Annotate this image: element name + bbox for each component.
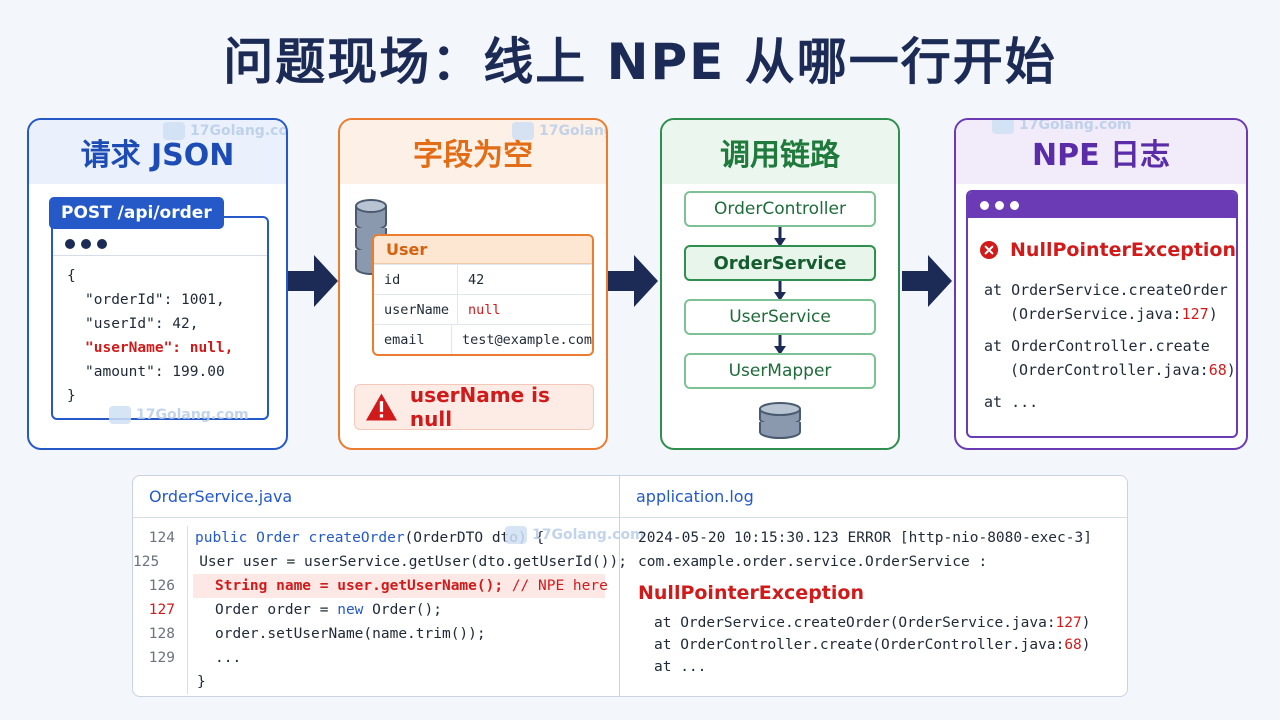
code-line: 129 ... — [133, 646, 619, 670]
log-line: 2024-05-20 10:15:30.123 ERROR [http-nio-… — [638, 530, 1092, 546]
window-dots-icon — [53, 218, 267, 256]
watermark: 17Golang.com — [109, 406, 249, 424]
call-chain-header: 调用链路 — [662, 120, 898, 184]
log-line: com.example.order.service.OrderService : — [638, 554, 988, 570]
table-key: id — [374, 265, 458, 294]
line-number: 125 — [133, 554, 160, 570]
stack-frame: at OrderController.create — [984, 337, 1210, 355]
code-log-view: OrderService.java 124 public Order creat… — [132, 475, 1128, 697]
exception-title: NullPointerException — [1010, 239, 1236, 261]
log-stack-more: at ... — [654, 659, 707, 675]
user-table: User id 42 userName null email test@exam… — [372, 234, 594, 356]
watermark-logo-icon — [505, 526, 527, 544]
database-icon — [759, 402, 801, 439]
chain-node-user-mapper: UserMapper — [684, 353, 876, 389]
code-line-error: 126 String name = user.getUserName(); //… — [133, 574, 619, 598]
request-json-header: 请求 JSON — [29, 120, 286, 184]
flow-arrow-icon — [608, 255, 658, 307]
watermark: 17Golang.com — [163, 122, 286, 140]
table-key: userName — [374, 295, 458, 324]
call-chain-panel: 调用链路 OrderController OrderService UserSe… — [660, 118, 900, 450]
watermark: 17Golang.com — [505, 526, 645, 544]
source-file-name: OrderService.java — [133, 476, 619, 518]
watermark: 17Golang.com — [512, 122, 606, 140]
stack-frame-more: at ... — [984, 393, 1039, 411]
line-number: 129 — [148, 650, 175, 666]
code-line: 124 public Order createOrder(OrderDTO dt… — [133, 526, 619, 550]
error-icon — [980, 240, 999, 260]
error-line-highlight — [193, 574, 605, 598]
stack-frame-file: (OrderService.java:127) — [1010, 305, 1218, 323]
http-method-badge: POST /api/order — [49, 197, 224, 229]
log-file-name: application.log — [620, 476, 1127, 518]
watermark-logo-icon — [163, 122, 185, 140]
log-window: NullPointerException at OrderService.cre… — [966, 190, 1238, 438]
line-number: 128 — [148, 626, 175, 642]
json-line: "orderId": 1001, — [85, 292, 225, 308]
source-file-pane: OrderService.java 124 public Order creat… — [133, 476, 645, 696]
request-window: { "orderId": 1001, "userId": 42, "userNa… — [51, 216, 269, 420]
null-alert-text: userName is null — [409, 383, 550, 431]
flow-arrow-icon — [288, 255, 338, 307]
flow-arrow-icon — [902, 255, 952, 307]
json-line-null: "userName": null, — [85, 340, 234, 356]
empty-field-header: 字段为空 — [340, 120, 606, 184]
line-number: 124 — [148, 530, 175, 546]
table-value-null: null — [468, 301, 501, 318]
table-row: userName null — [374, 294, 592, 324]
json-line: } — [67, 388, 76, 404]
null-alert: userName is null — [354, 383, 594, 431]
warning-icon — [365, 393, 397, 421]
stack-trace: at OrderService.createOrder (OrderServic… — [968, 266, 1236, 414]
json-line: "userId": 42, — [85, 316, 199, 332]
empty-field-panel: 字段为空 17Golang.com User id 42 userName nu… — [338, 118, 608, 450]
table-value: 42 — [468, 271, 485, 288]
code-line: 125 User user = userService.getUser(dto.… — [133, 550, 627, 574]
code-line: 127 Order order = new Order(); — [133, 598, 619, 622]
chain-arrow-icon — [774, 335, 786, 355]
table-row: email test@example.com — [374, 324, 592, 354]
json-line: "amount": 199.00 — [85, 364, 225, 380]
table-key: email — [374, 325, 452, 354]
code-closing-brace: } — [197, 674, 206, 690]
watermark-logo-icon — [992, 120, 1014, 134]
log-file-pane: application.log 2024-05-20 10:15:30.123 … — [620, 476, 1127, 696]
chain-node-user-service: UserService — [684, 299, 876, 335]
page-title: 问题现场：线上 NPE 从哪一行开始 — [223, 33, 1057, 91]
table-value: test@example.com — [461, 331, 592, 348]
line-number: 126 — [148, 578, 175, 594]
line-number-error: 127 — [148, 602, 175, 618]
window-dots-icon — [968, 192, 1236, 218]
watermark-logo-icon — [109, 406, 131, 424]
request-json-panel: 请求 JSON 17Golang.com { "orderId": 1001, … — [27, 118, 288, 450]
npe-log-panel: NPE 日志 17Golang.com NullPointerException… — [954, 118, 1248, 450]
stack-frame-file: (OrderController.java:68) — [1010, 361, 1236, 379]
chain-arrow-icon — [774, 281, 786, 301]
log-content: 2024-05-20 10:15:30.123 ERROR [http-nio-… — [620, 518, 1127, 678]
log-stack-frame: at OrderService.createOrder(OrderService… — [654, 615, 1091, 631]
json-line: { — [67, 268, 76, 284]
chain-arrow-icon — [774, 227, 786, 247]
watermark: 17Golang.com — [992, 120, 1132, 134]
user-table-title: User — [374, 236, 592, 264]
source-code: 124 public Order createOrder(OrderDTO dt… — [133, 518, 627, 694]
code-line: 128 order.setUserName(name.trim()); — [133, 622, 619, 646]
json-body: { "orderId": 1001, "userId": 42, "userNa… — [53, 256, 267, 416]
log-stack-frame: at OrderController.create(OrderControlle… — [654, 637, 1091, 653]
chain-node-order-controller: OrderController — [684, 191, 876, 227]
log-exception: NullPointerException — [638, 582, 864, 604]
watermark-logo-icon — [512, 122, 534, 140]
chain-node-order-service: OrderService — [684, 245, 876, 281]
stack-frame: at OrderService.createOrder — [984, 281, 1228, 299]
table-row: id 42 — [374, 264, 592, 294]
